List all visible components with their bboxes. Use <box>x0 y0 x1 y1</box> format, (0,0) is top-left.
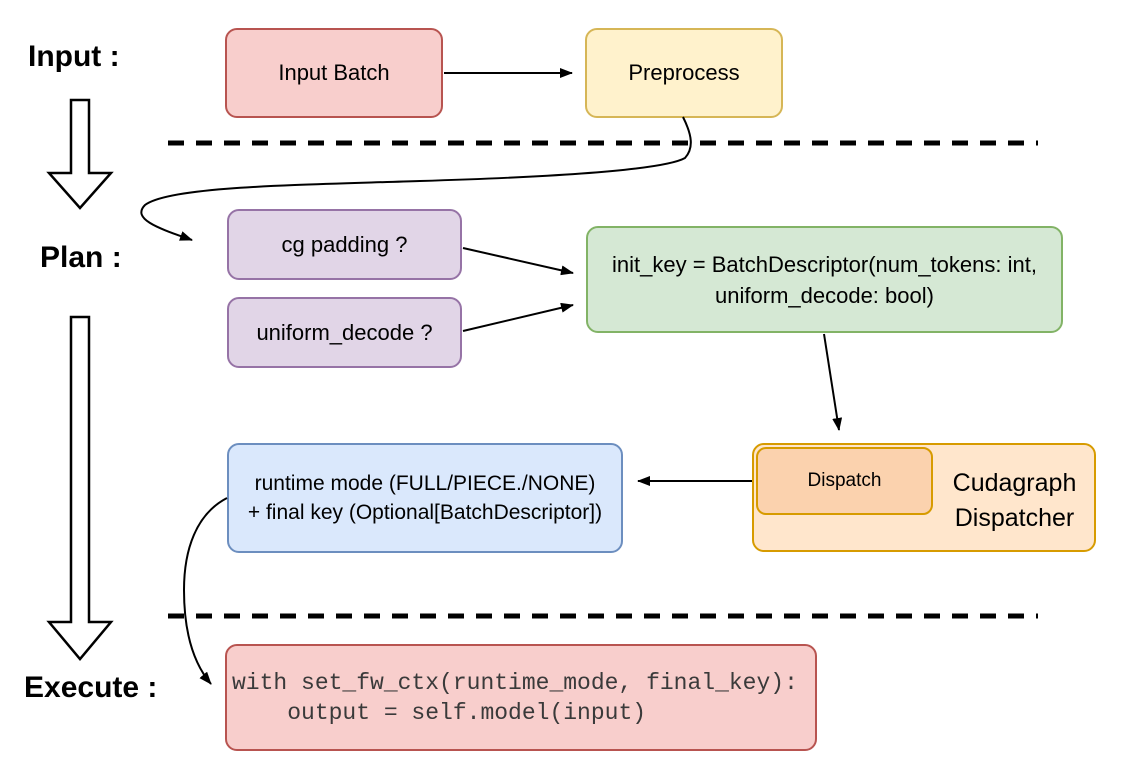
node-cudagraph-dispatcher-label: Cudagraph Dispatcher <box>933 466 1096 536</box>
arrow-cgpadding-to-initkey <box>462 247 574 276</box>
cudagraph-line2: Dispatcher <box>954 504 1075 532</box>
node-init-key-line1: init_key = BatchDescriptor(num_tokens: i… <box>612 251 1037 277</box>
execute-code-line1: with set_fw_ctx(runtime_mode, final_key)… <box>232 669 798 696</box>
node-runtime-mode-line2: + final key (Optional[BatchDescriptor]) <box>247 501 603 524</box>
node-uniform-decode: uniform_decode ? <box>227 297 462 368</box>
node-cg-padding: cg padding ? <box>227 209 462 280</box>
plan-to-execute-arrow-icon <box>46 315 114 661</box>
stage-label-input: Input : <box>28 40 120 73</box>
node-uniform-decode-label: uniform_decode ? <box>256 319 433 345</box>
node-runtime-mode-line1: runtime mode (FULL/PIECE./NONE) <box>254 472 596 495</box>
node-input-batch-label: Input Batch <box>278 60 390 85</box>
node-cg-padding-label: cg padding ? <box>281 231 408 257</box>
stage-label-execute: Execute : <box>24 671 158 704</box>
cudagraph-line1: Cudagraph <box>952 469 1077 497</box>
stage-label-plan: Plan : <box>40 241 122 274</box>
node-preprocess-label: Preprocess <box>628 60 740 85</box>
node-execute-code: with set_fw_ctx(runtime_mode, final_key)… <box>225 644 817 751</box>
node-init-key-line2: uniform_decode: bool) <box>715 282 934 308</box>
arrow-uniformdecode-to-initkey <box>462 302 574 332</box>
node-dispatch-label: Dispatch <box>807 470 882 491</box>
node-runtime-mode: runtime mode (FULL/PIECE./NONE) + final … <box>227 443 623 553</box>
node-input-batch: Input Batch <box>225 28 443 118</box>
input-to-plan-arrow-icon <box>46 98 114 210</box>
node-init-key: init_key = BatchDescriptor(num_tokens: i… <box>586 226 1063 333</box>
execute-code-line2: output = self.model(input) <box>232 699 647 726</box>
arrow-runtimemode-to-executecode <box>182 497 228 685</box>
node-dispatch: Dispatch <box>756 447 933 515</box>
arrow-initkey-to-dispatch <box>823 333 843 431</box>
node-preprocess: Preprocess <box>585 28 783 118</box>
